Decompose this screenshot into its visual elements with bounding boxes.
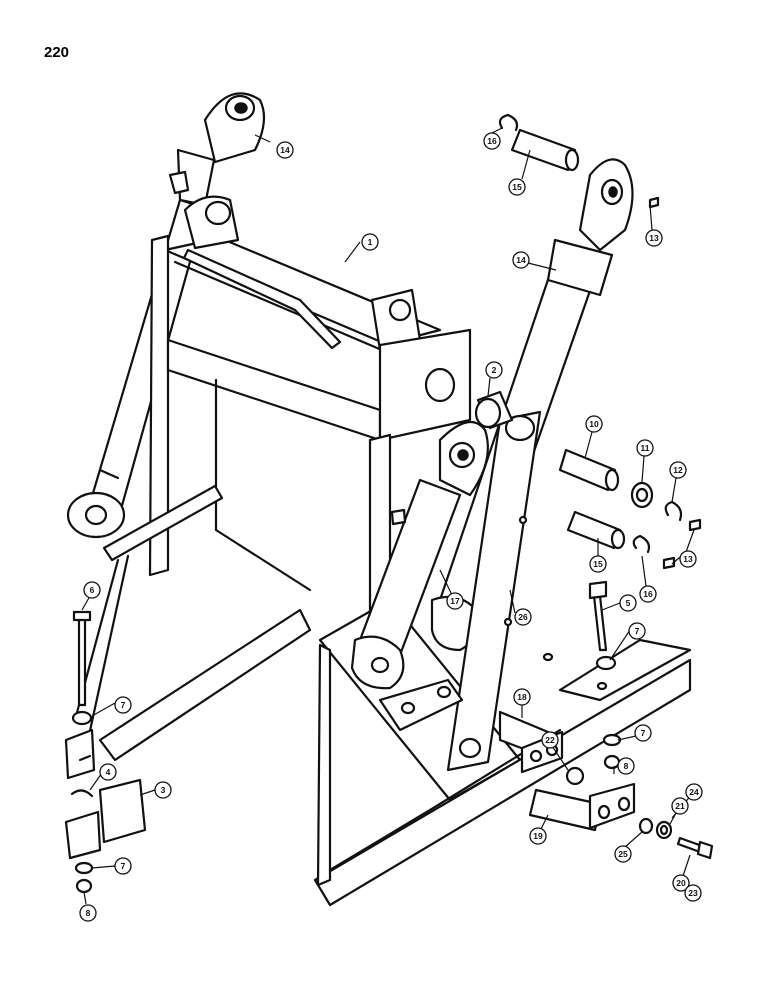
svg-text:21: 21 xyxy=(675,801,685,811)
callout-25: 25 xyxy=(614,845,632,863)
svg-text:4: 4 xyxy=(106,767,111,777)
svg-text:5: 5 xyxy=(626,598,631,608)
svg-text:7: 7 xyxy=(121,861,126,871)
callout-13-lower: 13 xyxy=(679,550,697,568)
callout-17: 17 xyxy=(446,592,464,610)
callout-14-right: 14 xyxy=(512,251,530,269)
svg-text:26: 26 xyxy=(518,612,528,622)
svg-text:7: 7 xyxy=(641,728,646,738)
svg-text:2: 2 xyxy=(492,365,497,375)
callout-10: 10 xyxy=(585,415,603,433)
callout-15-upper: 15 xyxy=(508,178,526,196)
callout-21: 21 xyxy=(671,797,689,815)
callout-7-right-upper: 7 xyxy=(628,622,646,640)
left-clamp-assembly xyxy=(64,610,147,894)
callout-18: 18 xyxy=(513,688,531,706)
svg-text:15: 15 xyxy=(512,182,522,192)
callout-20: 20 xyxy=(672,874,690,892)
callout-26: 26 xyxy=(514,608,532,626)
callout-14-left: 14 xyxy=(276,141,294,159)
svg-text:20: 20 xyxy=(676,878,686,888)
link-plate xyxy=(378,678,464,732)
svg-text:16: 16 xyxy=(487,136,497,146)
callout-7-left-lower: 7 xyxy=(114,857,132,875)
pins-and-spacers xyxy=(474,113,714,860)
svg-text:3: 3 xyxy=(161,785,166,795)
callout-3: 3 xyxy=(154,781,172,799)
svg-text:8: 8 xyxy=(86,908,91,918)
callout-1: 1 xyxy=(361,233,379,251)
callout-5: 5 xyxy=(619,594,637,612)
svg-text:11: 11 xyxy=(641,443,650,453)
callout-7-left-upper: 7 xyxy=(114,696,132,714)
svg-text:18: 18 xyxy=(517,692,527,702)
callout-23: 23 xyxy=(684,884,702,902)
svg-text:13: 13 xyxy=(683,554,693,564)
svg-text:14: 14 xyxy=(516,255,526,265)
callout-8-left: 8 xyxy=(79,904,97,922)
callout-22: 22 xyxy=(541,731,559,749)
callout-2: 2 xyxy=(485,361,503,379)
callout-24: 24 xyxy=(685,783,703,801)
svg-text:24: 24 xyxy=(689,787,699,797)
callout-13-upper: 13 xyxy=(645,229,663,247)
svg-text:7: 7 xyxy=(635,626,640,636)
svg-text:17: 17 xyxy=(450,596,460,606)
svg-text:10: 10 xyxy=(589,419,599,429)
page-number: 220 xyxy=(44,44,70,61)
callout-16-lower: 16 xyxy=(639,585,657,603)
svg-text:25: 25 xyxy=(618,849,628,859)
callout-6: 6 xyxy=(83,581,101,599)
svg-text:15: 15 xyxy=(593,559,603,569)
callout-12: 12 xyxy=(669,461,687,479)
svg-text:23: 23 xyxy=(688,888,698,898)
svg-text:13: 13 xyxy=(649,233,659,243)
callout-8-right: 8 xyxy=(617,757,635,775)
svg-text:22: 22 xyxy=(545,735,555,745)
svg-text:12: 12 xyxy=(673,465,683,475)
callout-16-upper: 16 xyxy=(483,132,501,150)
callout-4: 4 xyxy=(99,763,117,781)
callout-11: 11 xyxy=(636,439,654,457)
svg-text:6: 6 xyxy=(90,585,95,595)
svg-text:8: 8 xyxy=(624,761,629,771)
svg-text:1: 1 xyxy=(368,237,373,247)
left-lift-cylinder xyxy=(66,92,266,539)
leader-lines xyxy=(81,127,695,905)
svg-text:14: 14 xyxy=(280,145,290,155)
svg-text:19: 19 xyxy=(533,831,543,841)
callout-15-lower: 15 xyxy=(589,555,607,573)
bucket-cylinder xyxy=(350,420,489,690)
callout-7-right-lower: 7 xyxy=(634,724,652,742)
callout-19: 19 xyxy=(529,827,547,845)
svg-text:7: 7 xyxy=(121,700,126,710)
link-bar xyxy=(446,410,542,772)
svg-text:16: 16 xyxy=(643,589,653,599)
